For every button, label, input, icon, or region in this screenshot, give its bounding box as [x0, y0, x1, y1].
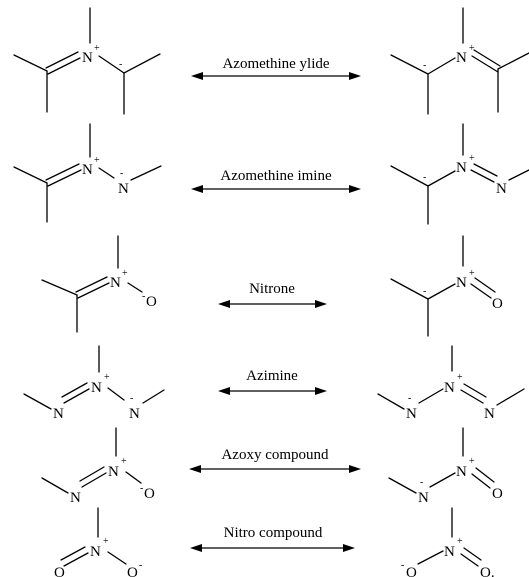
atom-n: N	[129, 406, 140, 422]
atom-n: N	[108, 464, 119, 480]
atom-o: O	[492, 296, 503, 312]
resonance-arrow-1: Azomethine ylide	[191, 56, 361, 80]
atom-n: N	[70, 490, 81, 506]
charge-plus: +	[457, 372, 463, 383]
charge-plus: +	[469, 456, 475, 467]
resonance-arrow-2: Azomethine imine	[191, 168, 361, 193]
charge-plus: +	[469, 268, 475, 279]
atom-n: N	[484, 406, 495, 422]
charge-plus: +	[94, 155, 100, 166]
atom-o: O.	[480, 565, 495, 577]
row-azimine: N N + N - Azimine N - N + N	[23, 345, 525, 422]
azoxy-left-structure: N N + O -	[41, 427, 155, 506]
charge-minus: -	[120, 168, 123, 179]
atom-o: O	[144, 486, 155, 502]
atom-n: N	[456, 275, 467, 291]
atom-n: N	[118, 181, 129, 197]
charge-plus: +	[121, 456, 127, 467]
charge-plus: +	[94, 43, 100, 54]
label-azimine: Azimine	[246, 368, 298, 384]
charge-minus: -	[408, 393, 411, 404]
charge-minus: -	[423, 60, 426, 71]
charge-plus: +	[469, 43, 475, 54]
row-azoxy-compound: N N + O - Azoxy compound N - N + O	[41, 427, 503, 506]
atom-n: N	[496, 181, 507, 197]
nitrone-right-structure: N + O -	[390, 235, 503, 337]
label-azoxy-compound: Azoxy compound	[221, 447, 329, 463]
label-nitrone: Nitrone	[249, 281, 295, 297]
label-azomethine-ylide: Azomethine ylide	[222, 56, 329, 72]
resonance-arrow-4: Azimine	[218, 368, 327, 395]
atom-n: N	[444, 544, 455, 560]
atom-n: N	[456, 160, 467, 176]
atom-n: N	[91, 380, 102, 396]
atom-n: N	[53, 406, 64, 422]
atom-o: O	[146, 294, 157, 310]
charge-minus: -	[139, 560, 142, 571]
row-azomethine-ylide: N + - Azomethine ylide N + -	[13, 7, 529, 115]
atom-o: O	[406, 565, 417, 577]
atom-n: N	[110, 275, 121, 291]
charge-minus: -	[420, 477, 423, 488]
charge-plus: +	[457, 536, 463, 547]
atom-o: O	[127, 565, 138, 577]
row-nitro-compound: O N + O - Nitro compound O - N + O.	[54, 507, 495, 577]
charge-minus: -	[130, 393, 133, 404]
atom-n: N	[406, 406, 417, 422]
row-nitrone: N + O - Nitrone N + O -	[41, 235, 503, 337]
azimine-right-structure: N - N + N	[377, 345, 525, 422]
nitro-right-structure: O - N + O.	[401, 507, 495, 577]
azomethine-ylide-right-structure: N + -	[390, 7, 529, 115]
charge-plus: +	[122, 268, 128, 279]
charge-plus: +	[103, 536, 109, 547]
atom-o: O	[492, 486, 503, 502]
atom-n: N	[418, 490, 429, 506]
atom-n: N	[90, 544, 101, 560]
azoxy-right-structure: N - N + O	[388, 427, 503, 506]
nitro-left-structure: O N + O -	[54, 507, 142, 577]
atom-o: O	[54, 565, 65, 577]
atom-n: N	[456, 464, 467, 480]
label-nitro-compound: Nitro compound	[224, 525, 323, 541]
charge-minus: -	[119, 59, 122, 70]
atom-n: N	[82, 50, 93, 66]
charge-plus: +	[104, 372, 110, 383]
charge-minus: -	[423, 286, 426, 297]
atom-n: N	[456, 50, 467, 66]
charge-minus: -	[142, 291, 145, 302]
resonance-arrow-6: Nitro compound	[190, 525, 355, 552]
charge-minus: -	[401, 560, 404, 571]
nitrone-left-structure: N + O -	[41, 235, 157, 333]
row-azomethine-imine: N + N - Azomethine imine N + N -	[13, 123, 529, 225]
charge-minus: -	[423, 172, 426, 183]
atom-n: N	[444, 380, 455, 396]
resonance-arrow-5: Azoxy compound	[189, 447, 361, 473]
charge-minus: -	[140, 483, 143, 494]
atom-n: N	[82, 162, 93, 178]
label-azomethine-imine: Azomethine imine	[220, 168, 332, 184]
charge-plus: +	[469, 153, 475, 164]
azomethine-imine-right-structure: N + N -	[390, 123, 529, 225]
resonance-arrow-3: Nitrone	[218, 281, 327, 308]
azomethine-ylide-left-structure: N + -	[13, 7, 161, 115]
azimine-left-structure: N N + N -	[23, 345, 165, 422]
azomethine-imine-left-structure: N + N -	[13, 123, 162, 223]
